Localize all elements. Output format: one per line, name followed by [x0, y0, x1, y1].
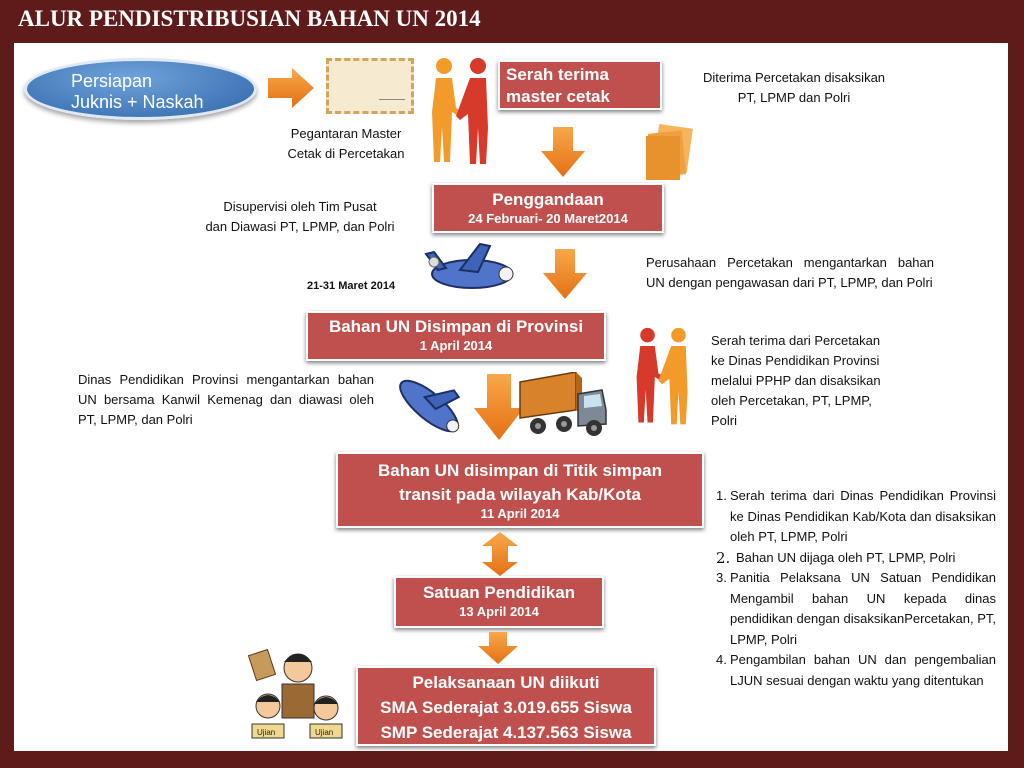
pelaksanaan-box: Pelaksanaan UN diikuti SMA Sederajat 3.0… [356, 666, 656, 746]
list-item: 3. Panitia Pelaksana UN Satuan Pendidika… [716, 568, 996, 650]
provinsi-box: Bahan UN Disimpan di Provinsi 1 April 20… [306, 311, 606, 361]
steps-list: 1. Serah terima dari Dinas Pendidikan Pr… [716, 486, 996, 691]
oval-line2: Juknis + Naskah [71, 92, 254, 113]
handshake-figures-icon [426, 56, 496, 168]
airplane-icon [386, 366, 472, 446]
sign-label-1: Ujian [257, 728, 275, 737]
list-item: 4. Pengambilan bahan UN dan pengembalian… [716, 650, 996, 691]
oval-line1: Persiapan [71, 71, 254, 92]
list-item: 1. Serah terima dari Dinas Pendidikan Pr… [716, 486, 996, 548]
arrow-down-icon [543, 249, 587, 299]
note-diterima: Diterima Percetakan disaksikan PT, LPMP … [676, 68, 912, 108]
note-dinas: Dinas Pendidikan Provinsi mengantarkan b… [78, 370, 374, 430]
envelope-caption: Pegantaran Master Cetak di Percetakan [276, 124, 416, 164]
note-tanggal-kirim: 21-31 Maret 2014 [307, 276, 395, 296]
serah-terima-box: Serah terima master cetak [498, 60, 662, 110]
note-supervisi: Disupervisi oleh Tim Pusat dan Diawasi P… [182, 197, 418, 237]
double-arrow-icon [482, 532, 518, 576]
page-title: ALUR PENDISTRIBUSIAN BAHAN UN 2014 [18, 6, 481, 32]
airplane-icon [420, 240, 518, 300]
start-oval: Persiapan Juknis + Naskah [24, 58, 257, 120]
note-perusahaan: Perusahaan Percetakan mengantarkan bahan… [646, 253, 934, 293]
handshake-figures-icon [626, 326, 700, 428]
students-cartoon-icon: Ujian Ujian [246, 644, 346, 744]
truck-icon [516, 372, 608, 440]
penggandaan-box: Penggandaan 24 Februari- 20 Maret2014 [432, 183, 664, 233]
sign-label-2: Ujian [315, 728, 333, 737]
arrow-down-icon [478, 632, 518, 664]
papers-icon [642, 122, 698, 184]
transit-box: Bahan UN disimpan di Titik simpan transi… [336, 452, 704, 528]
note-serah-provinsi: Serah terima dari Percetakan ke Dinas Pe… [711, 331, 921, 431]
envelope-icon [326, 58, 414, 114]
arrow-right-icon [268, 68, 314, 108]
list-item: 2. Bahan UN dijaga oleh PT, LPMP, Polri [716, 548, 996, 569]
arrow-down-icon [541, 127, 585, 177]
satuan-box: Satuan Pendidikan 13 April 2014 [394, 576, 604, 628]
